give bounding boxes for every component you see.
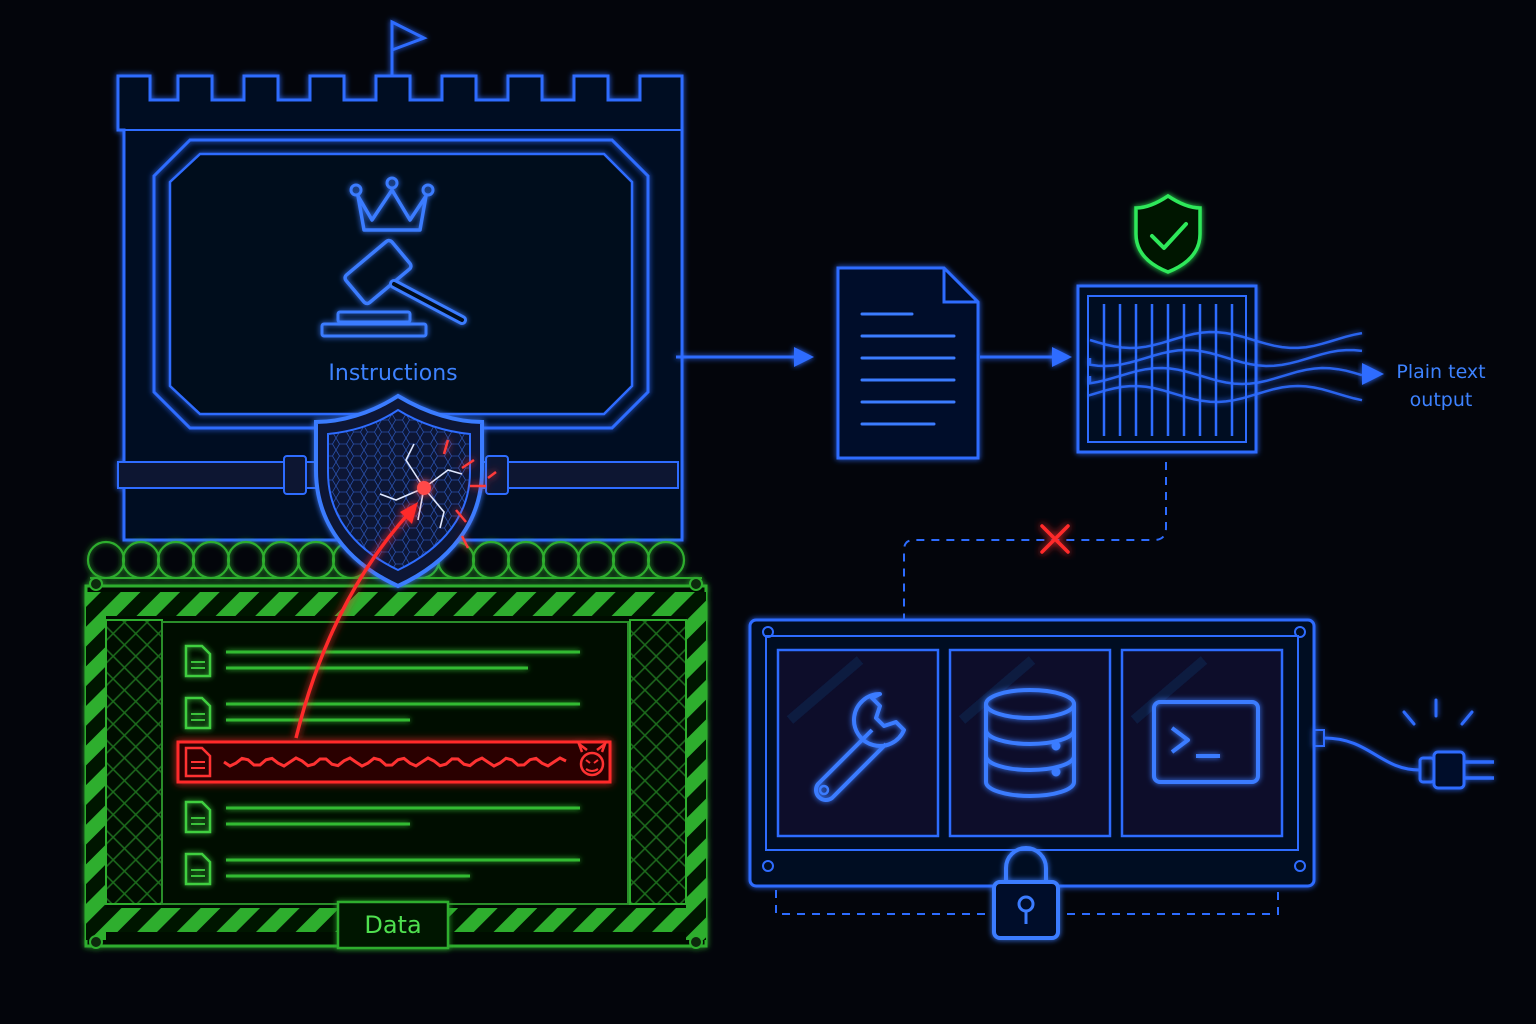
data-rows bbox=[184, 644, 580, 886]
crown-icon bbox=[349, 176, 435, 232]
shield-cracks bbox=[379, 443, 463, 529]
blocked-connection bbox=[903, 462, 1167, 620]
file-icon bbox=[184, 696, 212, 730]
data-row bbox=[184, 800, 580, 834]
document-icon bbox=[836, 266, 980, 460]
power-plug-icon bbox=[1313, 698, 1494, 790]
text-stream-waves bbox=[1088, 330, 1363, 404]
data-row bbox=[184, 852, 580, 886]
database-icon bbox=[984, 688, 1076, 798]
data-row bbox=[184, 696, 580, 730]
impact-sparks bbox=[417, 439, 497, 549]
file-icon bbox=[184, 644, 212, 678]
data-label: Data bbox=[364, 911, 421, 939]
padlock-icon bbox=[992, 846, 1060, 940]
data-label-box bbox=[336, 900, 450, 950]
instructions-label: Instructions bbox=[328, 361, 457, 386]
malicious-devil-icon bbox=[576, 740, 608, 777]
terminal-icon bbox=[1152, 700, 1260, 784]
cracked-shield-icon bbox=[314, 393, 484, 589]
file-icon bbox=[184, 852, 212, 886]
red-x-icon bbox=[1040, 524, 1070, 554]
green-shield-check-icon bbox=[1134, 193, 1202, 274]
file-icon bbox=[184, 800, 212, 834]
data-row bbox=[184, 644, 580, 678]
arrow-document-to-filter bbox=[980, 347, 1072, 367]
wrench-icon bbox=[814, 692, 906, 802]
output-label-line1: Plain text bbox=[1396, 361, 1485, 383]
tools-panel bbox=[748, 618, 1316, 888]
output-arrow bbox=[1362, 363, 1384, 385]
arrow-instructions-to-document bbox=[676, 347, 814, 367]
attack-arrow-icon bbox=[294, 502, 418, 739]
malicious-file-icon bbox=[184, 746, 212, 778]
output-label-line2: output bbox=[1410, 389, 1473, 411]
malicious-row bbox=[176, 740, 612, 784]
gavel-icon bbox=[320, 238, 467, 338]
